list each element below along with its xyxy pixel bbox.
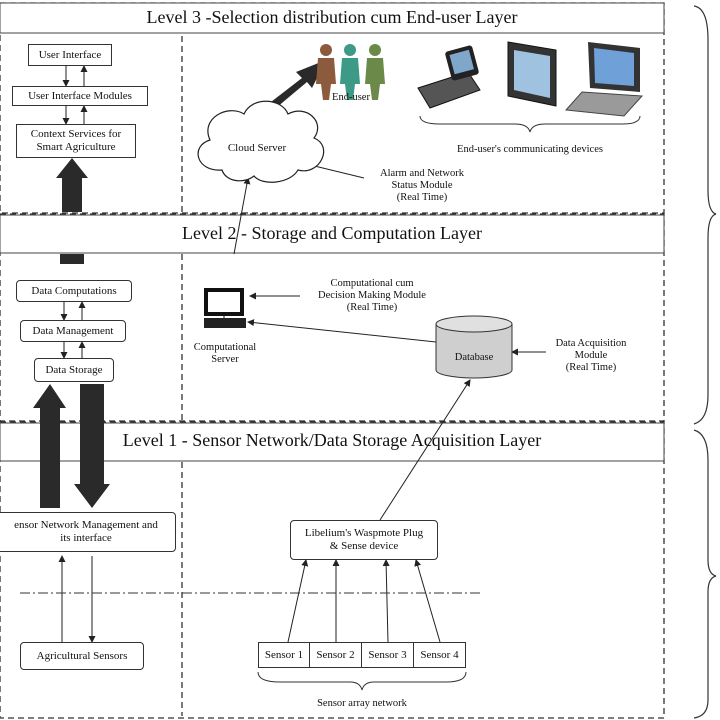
- agricultural-sensors-label: Agricultural Sensors: [36, 649, 128, 662]
- computational-server-label: Computational Server: [180, 342, 270, 366]
- context-line-1: Context Services for: [30, 128, 122, 140]
- ui-modules-label: User Interface Modules: [28, 89, 132, 102]
- title-bars: [0, 2, 665, 462]
- sensor-3-box[interactable]: Sensor 3: [361, 642, 414, 668]
- context-line-2: Smart Agriculture: [36, 141, 116, 153]
- alarm-line-3: (Real Time): [396, 192, 448, 203]
- cloud-server-label: Cloud Server: [227, 142, 287, 154]
- sensor-1-box[interactable]: Sensor 1: [258, 642, 310, 668]
- data-computations-label: Data Computations: [31, 284, 117, 297]
- level-1-title: Level 1 - Sensor Network/Data Storage Ac…: [122, 430, 542, 450]
- phone-icon: [417, 45, 481, 109]
- acq-line-2: Module: [574, 350, 608, 361]
- snm-line-1: ensor Network Management and: [14, 519, 158, 531]
- database-label: Database: [454, 352, 494, 363]
- sensor-3-label: Sensor 3: [368, 649, 407, 661]
- comp-server-line-2: Server: [211, 354, 239, 365]
- level-2-title: Level 2 - Storage and Computation Layer: [182, 223, 482, 243]
- data-management-label: Data Management: [32, 324, 114, 337]
- alarm-line-1: Alarm and Network: [380, 168, 464, 179]
- cloud-server-shape[interactable]: [197, 100, 325, 183]
- acq-line-3: (Real Time): [565, 362, 617, 373]
- devices-bracket: [419, 115, 641, 133]
- waspmote-device-box[interactable]: Libelium's Waspmote Plug & Sense device: [290, 520, 438, 560]
- alarm-module-label: Alarm and Network Status Module (Real Ti…: [352, 168, 492, 204]
- sensor-2-box[interactable]: Sensor 2: [309, 642, 362, 668]
- sensor-2-label: Sensor 2: [316, 649, 355, 661]
- user-interface-box[interactable]: User Interface: [28, 44, 112, 66]
- communicating-devices-icon: [417, 41, 644, 117]
- tablet-icon: [507, 41, 557, 107]
- data-storage-label: Data Storage: [45, 363, 103, 376]
- waspmote-line-1: Libelium's Waspmote Plug: [304, 527, 424, 539]
- right-braces: [693, 5, 717, 719]
- sensor-4-label: Sensor 4: [420, 649, 459, 661]
- computational-server-icon[interactable]: [204, 288, 246, 328]
- computational-module-label: Computational cum Decision Making Module…: [282, 278, 462, 314]
- level-3-title: Level 3 -Selection distribution cum End-…: [146, 7, 518, 27]
- comp-module-line-2: Decision Making Module: [318, 290, 426, 301]
- agricultural-sensors-box[interactable]: Agricultural Sensors: [20, 642, 144, 670]
- ui-modules-box[interactable]: User Interface Modules: [12, 86, 148, 106]
- context-services-box[interactable]: Context Services for Smart Agriculture: [16, 124, 136, 158]
- acq-line-1: Data Acquisition: [555, 338, 627, 349]
- waspmote-line-2: & Sense device: [329, 540, 399, 552]
- snm-line-2: its interface: [60, 532, 112, 544]
- data-computations-box[interactable]: Data Computations: [16, 280, 132, 302]
- laptop-icon: [564, 42, 644, 117]
- comp-module-line-3: (Real Time): [346, 302, 398, 313]
- comp-module-line-1: Computational cum: [330, 278, 414, 289]
- data-acquisition-label: Data Acquisition Module (Real Time): [536, 338, 646, 374]
- user-interface-label: User Interface: [38, 48, 102, 61]
- data-storage-box[interactable]: Data Storage: [34, 358, 114, 382]
- alarm-line-2: Status Module: [391, 180, 453, 191]
- sensor-bracket: [257, 671, 467, 691]
- connectors: [58, 65, 546, 643]
- sensor-4-box[interactable]: Sensor 4: [413, 642, 466, 668]
- sensor-array-label: Sensor array network: [317, 698, 407, 709]
- end-user-label: End-user: [332, 92, 370, 103]
- sensor-1-label: Sensor 1: [264, 649, 304, 661]
- sensor-network-management-box[interactable]: ensor Network Management and its interfa…: [0, 512, 176, 552]
- data-management-box[interactable]: Data Management: [20, 320, 126, 342]
- devices-label: End-user's communicating devices: [457, 144, 603, 155]
- end-user-icon: [316, 44, 385, 100]
- database-icon[interactable]: [435, 315, 513, 379]
- comp-server-line-1: Computational: [193, 342, 257, 353]
